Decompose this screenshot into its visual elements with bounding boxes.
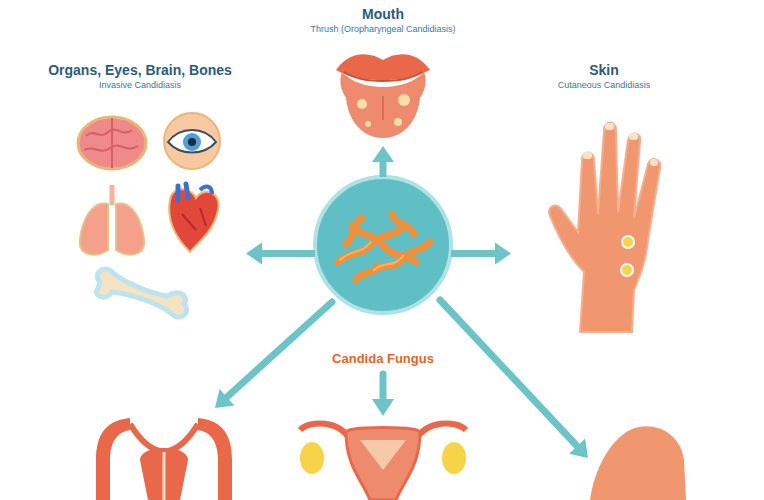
subtitle-text: Thrush (Oropharyngeal Candidiasis): [310, 23, 455, 35]
skin-group: SkinCutaneous Candidiasis: [515, 62, 693, 330]
connector-arrow: [372, 146, 394, 177]
eye-illustration: [164, 113, 220, 169]
layout-arrows: [215, 300, 588, 458]
heading-text: Candida Fungus: [332, 351, 434, 367]
heading-text: Skin: [589, 62, 619, 79]
arrow-head: [246, 243, 262, 265]
heading-text: Mouth: [362, 6, 404, 23]
subtitle-text: Invasive Candidiasis: [99, 79, 181, 91]
male-reproductive-illustration: [96, 418, 232, 500]
brain-illustration: [78, 117, 146, 169]
connector-line: [261, 250, 315, 257]
hand-illustration: [549, 123, 660, 333]
uterus-illustration: [300, 423, 466, 500]
mouth-group: MouthThrush (Oropharyngeal Candidiasis): [300, 6, 466, 142]
connector-line: [451, 250, 496, 257]
connector-line: [380, 161, 387, 177]
arrow-head: [372, 146, 394, 162]
connector-arrow: [451, 243, 511, 265]
subtitle-text: Cutaneous Candidiasis: [558, 79, 651, 91]
fungus-node: Candida Fungus: [315, 177, 451, 367]
lungs-illustration: [80, 185, 144, 255]
organs-group: Organs, Eyes, Brain, BonesInvasive Candi…: [38, 62, 242, 330]
arrow-head: [495, 243, 511, 265]
foot-illustration: [590, 426, 686, 500]
connector-arrow: [246, 243, 315, 265]
fungus-circle: [315, 177, 451, 313]
heading-text: Organs, Eyes, Brain, Bones: [48, 62, 232, 79]
bone-illustration: [97, 269, 187, 317]
heart-illustration: [169, 184, 218, 252]
mouth-illustration: [336, 54, 430, 138]
